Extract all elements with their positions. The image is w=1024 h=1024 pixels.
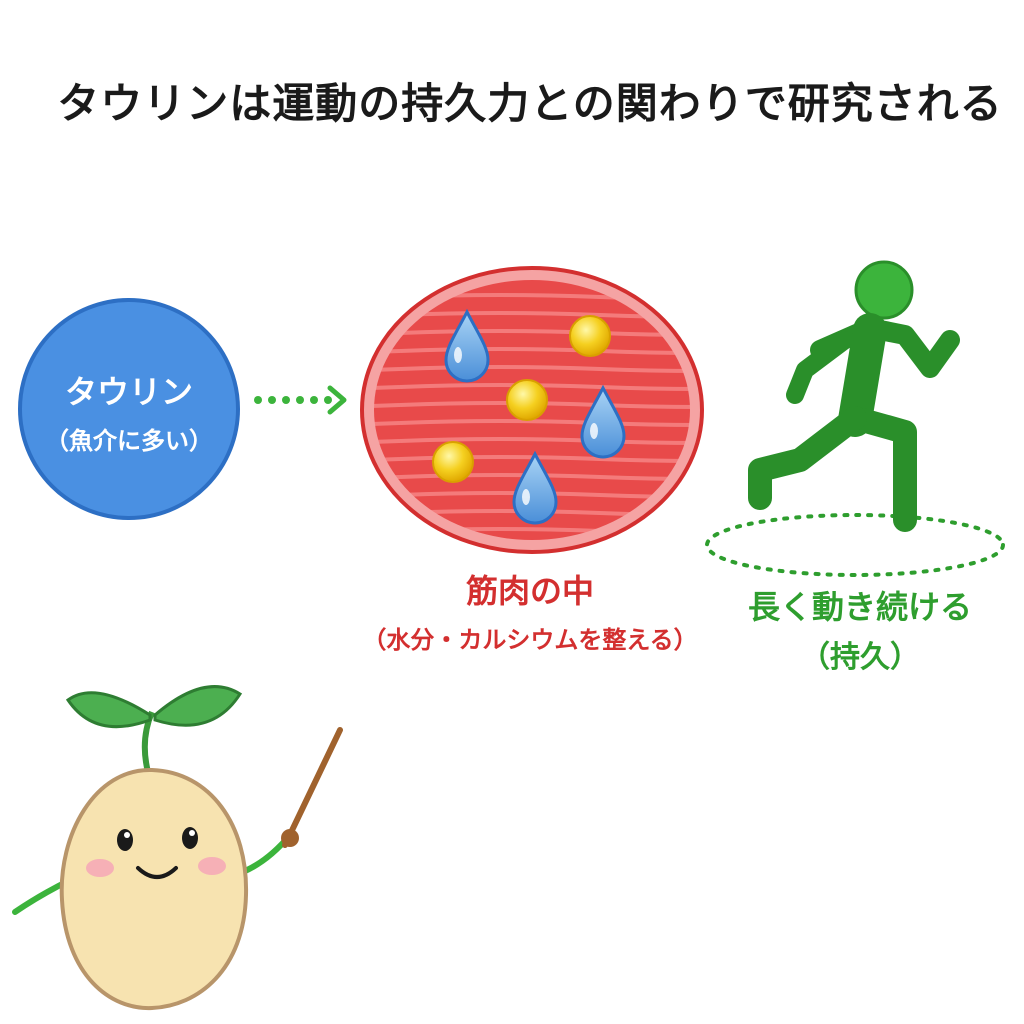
calcium-ball-icon [569, 315, 611, 357]
endurance-label: 長く動き続ける [747, 588, 972, 626]
page-title: タウリンは運動の持久力との関わりで研究される [57, 79, 1003, 128]
seed-sprout-mascot [12, 685, 343, 1011]
running-person-icon [705, 260, 1005, 577]
muscle-label: 筋肉の中 [465, 572, 594, 610]
water-drop-icon [512, 450, 558, 525]
dotted-arrow-icon [254, 385, 347, 415]
water-drop-icon [444, 308, 490, 383]
taurine-note: （魚介に多い） [45, 426, 213, 455]
muscle-note: （水分・カルシウムを整える） [362, 626, 698, 654]
taurine-name: タウリン [64, 372, 193, 411]
water-drop-icon [580, 384, 626, 459]
calcium-ball-icon [432, 441, 474, 483]
endurance-note: （持久） [800, 640, 920, 675]
calcium-ball-icon [506, 379, 548, 421]
taurine-circle: タウリン （魚介に多い） [18, 298, 240, 520]
